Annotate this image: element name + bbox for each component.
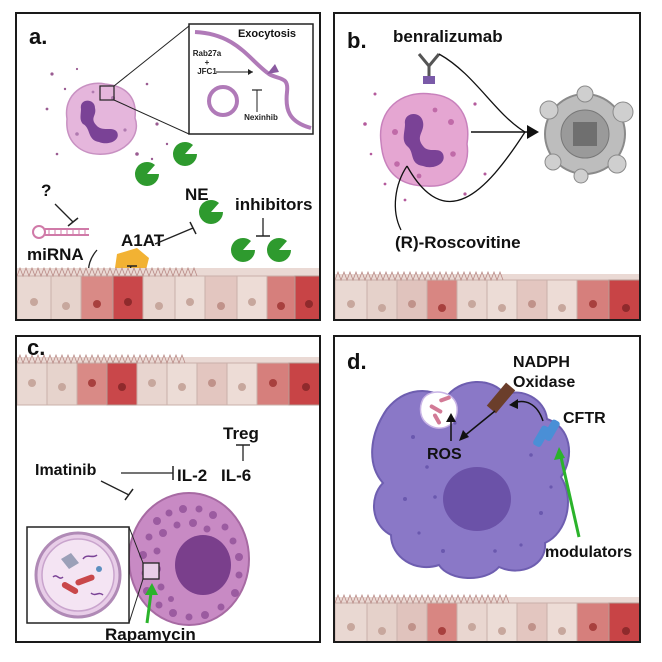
panel-a-label: a. xyxy=(29,24,47,49)
panel-b-label: b. xyxy=(347,28,367,53)
oxidase-label: Oxidase xyxy=(513,374,575,391)
mirna-hairpin xyxy=(32,225,89,239)
panel-d-figure: d. NADPH Oxidase CFTR ROS modulators xyxy=(335,349,639,641)
inhibition-line xyxy=(54,203,74,223)
rapamycin-label: Rapamycin xyxy=(105,625,196,643)
epithelium xyxy=(335,593,639,641)
arrow xyxy=(462,410,496,438)
inhibition-bar xyxy=(189,221,197,235)
panel-a: a. Exocytosis Rab27a + JFC1 Nexinhib NE … xyxy=(15,12,321,321)
mirna-label: miRNA xyxy=(27,245,84,264)
inhibition-line xyxy=(154,227,194,245)
arrowhead xyxy=(248,69,253,75)
epithelium xyxy=(335,270,639,319)
epithelium xyxy=(17,266,319,319)
panel-a-figure: a. Exocytosis Rab27a + JFC1 Nexinhib NE … xyxy=(17,23,319,319)
nadph-oxidase-icon xyxy=(486,382,516,414)
eosinophil-cell xyxy=(363,92,487,202)
rab27a-label: Rab27a xyxy=(193,49,222,58)
autophagy-inset xyxy=(26,526,130,624)
modulators-label: modulators xyxy=(545,544,632,561)
zoom-line xyxy=(113,25,190,87)
exocytosis-label: Exocytosis xyxy=(238,28,296,40)
zoom-line xyxy=(113,99,190,135)
arrowhead xyxy=(527,125,539,139)
arrowhead xyxy=(446,413,456,422)
question-label: ? xyxy=(41,181,51,200)
inhibitors-label: inhibitors xyxy=(235,195,312,214)
ne-label: NE xyxy=(185,185,209,204)
inhibition-bar xyxy=(67,217,79,227)
ros-label: ROS xyxy=(427,446,462,463)
neutrophil-cell xyxy=(45,67,169,161)
nexinhib-label: Nexinhib xyxy=(244,113,278,122)
zoom-line xyxy=(128,578,144,624)
green-arrowhead xyxy=(554,447,565,460)
arrowhead xyxy=(459,430,469,441)
roscovitine-label: (R)-Roscovitine xyxy=(395,233,521,252)
jfc1-label: JFC1 xyxy=(197,67,217,76)
antibody-icon xyxy=(417,53,441,78)
inhibition-line xyxy=(100,480,130,496)
zoom-box xyxy=(142,562,160,580)
panel-c-figure: c. Treg IL-6 IL-2 Imatinib xyxy=(17,337,319,643)
green-arrowhead xyxy=(145,583,158,595)
a1at-label: A1AT xyxy=(121,231,165,250)
panel-b-figure: b. benralizumab (R)-Roscovitine xyxy=(335,27,639,319)
panel-c: c. Treg IL-6 IL-2 Imatinib xyxy=(15,335,321,643)
panel-b: b. benralizumab (R)-Roscovitine xyxy=(333,12,641,321)
macrophage-cell xyxy=(371,381,570,580)
panel-d: d. NADPH Oxidase CFTR ROS modulators xyxy=(333,335,641,643)
mast-cell xyxy=(128,492,250,626)
inhibition-bar xyxy=(124,488,134,501)
arrow xyxy=(438,53,526,133)
drug-pointer xyxy=(394,165,408,231)
panel-d-label: d. xyxy=(347,349,367,374)
benralizumab-label: benralizumab xyxy=(393,27,503,46)
ne-enzymes xyxy=(134,141,291,262)
receptor-icon xyxy=(423,76,435,84)
zoom-line xyxy=(128,526,144,564)
panel-c-label: c. xyxy=(27,337,45,360)
il6-label: IL-6 xyxy=(221,466,251,485)
green-arrow xyxy=(559,456,581,538)
plus-label: + xyxy=(205,58,210,67)
exocytosis-inset xyxy=(188,23,314,135)
imatinib-label: Imatinib xyxy=(35,462,97,479)
zoom-box xyxy=(99,85,115,101)
nadph-label: NADPH xyxy=(513,354,570,371)
arrowhead xyxy=(509,399,518,409)
treg-label: Treg xyxy=(223,424,259,443)
epithelium xyxy=(17,353,319,406)
cftr-label: CFTR xyxy=(563,410,606,427)
cftr-channel-icon xyxy=(533,419,560,447)
arrow xyxy=(406,131,526,202)
il2-label: IL-2 xyxy=(177,466,207,485)
green-arrow xyxy=(145,592,153,624)
apoptotic-cell xyxy=(539,85,634,184)
